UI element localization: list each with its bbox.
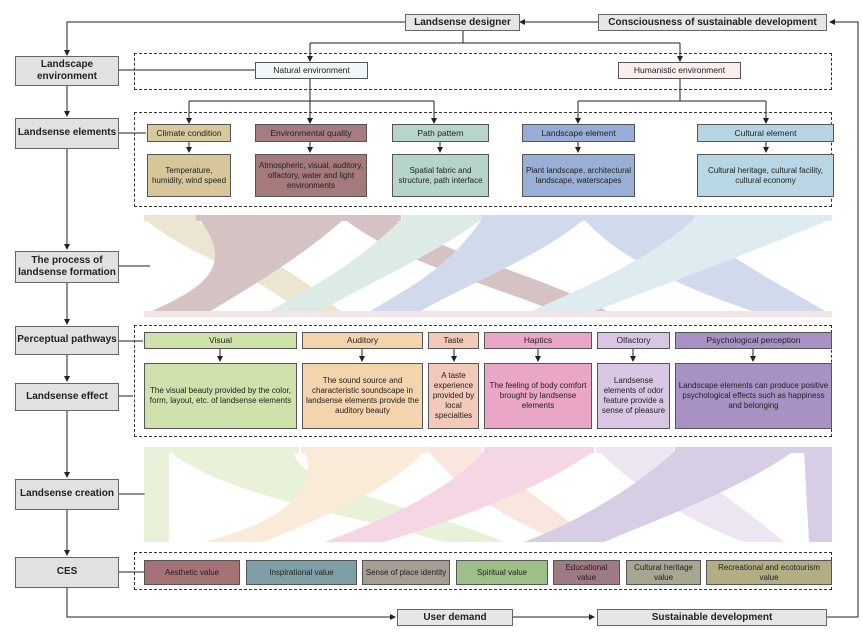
pathway-desc-box: The sound source and characteristic soun… <box>302 363 423 429</box>
pathway-label: Olfactory <box>616 335 651 346</box>
side-perceptual-pathways: Perceptual pathways <box>15 326 119 355</box>
natural-environment-label: Natural environment <box>273 65 350 76</box>
element-label: Environmental quality <box>270 127 352 138</box>
side-ces-label: CES <box>56 566 78 578</box>
pathway-desc-box: Landscape elements can produce positive … <box>675 363 832 429</box>
pathway-label-box: Haptics <box>484 332 592 349</box>
consciousness-box: Consciousness of sustainable development <box>598 14 827 31</box>
pathway-label: Psychological perception <box>706 335 801 346</box>
pathway-desc-box: A taste experience provided by local spe… <box>428 363 479 429</box>
element-label-box: Environmental quality <box>255 124 367 142</box>
side-landsense-effect: Landsense effect <box>15 383 119 411</box>
element-label-box: Path pattern <box>392 124 489 142</box>
ces-value-label: Inspirational value <box>269 567 334 577</box>
side-landscape-environment-label: Landscape environment <box>36 58 97 83</box>
element-label: Climate condition <box>156 127 222 138</box>
landsense-designer-label: Landsense designer <box>414 16 511 28</box>
pathway-label-box: Auditory <box>302 332 423 349</box>
pathway-desc: The sound source and characteristic soun… <box>306 376 419 415</box>
side-landsense-creation: Landsense creation <box>15 479 119 510</box>
element-desc-box: Temperature, humidity, wind speed <box>147 154 231 197</box>
ces-value-label: Recreational and ecotourism value <box>718 562 820 582</box>
element-desc: Atmospheric, visual, auditory, olfactory… <box>259 160 363 190</box>
element-desc-box: Atmospheric, visual, auditory, olfactory… <box>255 154 367 197</box>
environment-container <box>134 53 832 90</box>
ces-value-box: Spiritual value <box>456 560 548 585</box>
landsense-designer-box: Landsense designer <box>405 14 520 31</box>
ces-value-box: Aesthetic value <box>144 560 240 585</box>
pathway-label: Taste <box>443 335 464 346</box>
pathway-label-box: Taste <box>428 332 479 349</box>
side-process-label: The process of landsense formation <box>18 254 116 279</box>
ces-value-label: Sense of place identity <box>365 567 447 577</box>
pathway-label: Visual <box>209 335 232 346</box>
element-desc-box: Cultural heritage, cultural facility, cu… <box>697 154 834 197</box>
element-label-box: Cultural element <box>697 124 834 142</box>
element-desc-box: Plant landscape, architectural landscape… <box>522 154 635 197</box>
humanistic-environment-box: Humanistic environment <box>618 62 741 79</box>
element-label-box: Landscape element <box>522 124 635 142</box>
user-demand-label: User demand <box>423 611 487 623</box>
ces-value-label: Spiritual value <box>476 567 528 577</box>
natural-environment-box: Natural environment <box>255 62 368 79</box>
ces-value-label: Cultural heritage value <box>634 562 693 582</box>
element-desc-box: Spatial fabric and structure, path inter… <box>392 154 489 197</box>
element-desc: Temperature, humidity, wind speed <box>151 165 227 185</box>
pathway-desc-box: The feeling of body comfort brought by l… <box>484 363 592 429</box>
side-landscape-environment: Landscape environment <box>15 56 119 86</box>
pathway-label-box: Visual <box>144 332 297 349</box>
pathway-desc: Landsense elements of odor feature provi… <box>601 376 666 415</box>
pathway-label-box: Olfactory <box>597 332 670 349</box>
side-landsense-elements: Landsense elements <box>15 118 119 149</box>
sankey-flow-creation <box>144 447 832 542</box>
pathway-desc: Landscape elements can produce positive … <box>678 381 829 410</box>
element-label: Path pattern <box>417 127 464 138</box>
element-desc: Spatial fabric and structure, path inter… <box>398 165 483 185</box>
pathway-label: Haptics <box>523 335 553 346</box>
element-label: Cultural element <box>734 127 797 138</box>
pathway-desc-box: The visual beauty provided by the color,… <box>144 363 297 429</box>
ces-value-box: Sense of place identity <box>362 560 450 585</box>
ces-value-box: Recreational and ecotourism value <box>706 560 832 585</box>
element-label: Landscape element <box>541 127 616 138</box>
humanistic-environment-label: Humanistic environment <box>633 65 726 76</box>
side-perceptual-pathways-label: Perceptual pathways <box>17 334 117 346</box>
side-landsense-effect-label: Landsense effect <box>26 390 108 402</box>
pathway-desc: The visual beauty provided by the color,… <box>149 386 292 405</box>
element-desc: Cultural heritage, cultural facility, cu… <box>707 165 823 185</box>
sustainable-development-box: Sustainable development <box>597 609 827 626</box>
ces-value-label: Educational value <box>565 562 608 582</box>
pathway-label: Auditory <box>346 335 379 346</box>
side-landsense-elements-label: Landsense elements <box>17 127 117 139</box>
element-desc: Plant landscape, architectural landscape… <box>526 165 631 185</box>
user-demand-box: User demand <box>397 609 513 626</box>
pathway-desc-box: Landsense elements of odor feature provi… <box>597 363 670 429</box>
ces-value-box: Inspirational value <box>246 560 357 585</box>
consciousness-label: Consciousness of sustainable development <box>608 16 817 28</box>
pathway-desc: A taste experience provided by local spe… <box>432 371 475 420</box>
ces-value-label: Aesthetic value <box>164 567 220 577</box>
pathway-label-box: Psychological perception <box>675 332 832 349</box>
element-label-box: Climate condition <box>147 124 231 142</box>
pathway-desc: The feeling of body comfort brought by l… <box>489 381 587 410</box>
side-process: The process of landsense formation <box>15 251 119 283</box>
ces-value-box: Educational value <box>553 560 620 585</box>
ces-value-box: Cultural heritage value <box>626 560 701 585</box>
side-ces: CES <box>15 557 119 588</box>
sankey-flow-formation <box>144 215 832 317</box>
sustainable-development-label: Sustainable development <box>651 611 773 623</box>
side-landsense-creation-label: Landsense creation <box>20 488 114 500</box>
